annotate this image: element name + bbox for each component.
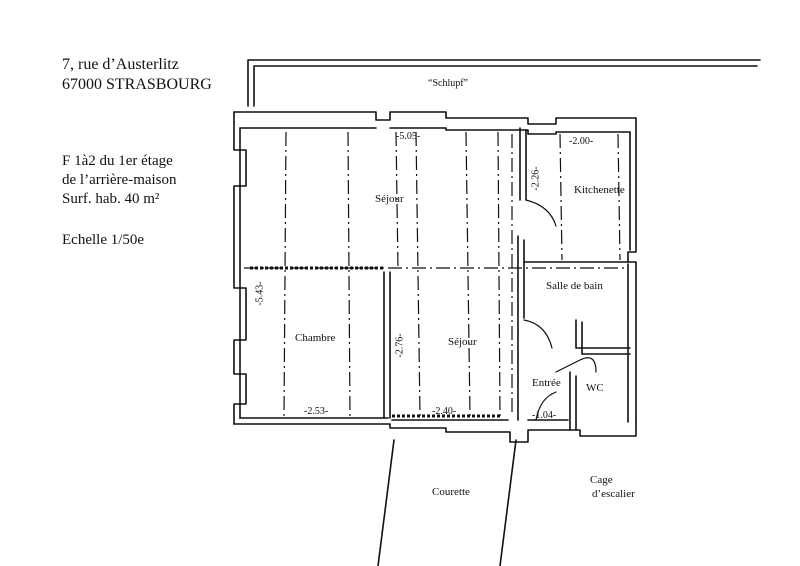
unit-description: F 1à2 du 1er étage xyxy=(62,153,173,169)
room-wc: WC xyxy=(586,382,604,394)
room-chambre: Chambre xyxy=(295,332,336,344)
cage-escalier-line2: d’escalier xyxy=(592,488,635,500)
dimension-240: -2.40- xyxy=(432,406,457,417)
schlupf-label: “Schlupf” xyxy=(428,78,468,89)
dimension-253: -2.53- xyxy=(304,406,329,417)
courette-label: Courette xyxy=(432,486,470,498)
room-sejour-bottom: Séjour xyxy=(448,336,477,348)
dimension-276: -2.76- xyxy=(394,333,406,358)
building-description: de l’arrière-maison xyxy=(62,172,177,188)
outer-walls xyxy=(233,111,637,443)
dimension-104: -1.04- xyxy=(532,410,557,421)
dimension-200: -2.00- xyxy=(569,136,594,147)
address-street: 7, rue d’Austerlitz xyxy=(62,56,179,73)
room-entree: Entrée xyxy=(532,377,561,389)
door-swings xyxy=(523,199,597,421)
dimension-543: -5.43- xyxy=(254,281,266,306)
room-kitchenette: Kitchenette xyxy=(574,184,625,196)
dimension-226: -2.26- xyxy=(530,166,542,191)
room-sejour-top: Séjour xyxy=(375,193,404,205)
interior-walls xyxy=(377,127,631,566)
living-surface: Surf. hab. 40 m² xyxy=(62,191,160,207)
address-city: 67000 STRASBOURG xyxy=(62,76,212,93)
dimension-505: -5.05- xyxy=(396,131,421,142)
schlupf-frame xyxy=(247,59,761,107)
cage-escalier-line1: Cage xyxy=(590,474,613,486)
room-salle-de-bain: Salle de bain xyxy=(546,280,603,292)
scale-label: Echelle 1/50e xyxy=(62,232,145,248)
